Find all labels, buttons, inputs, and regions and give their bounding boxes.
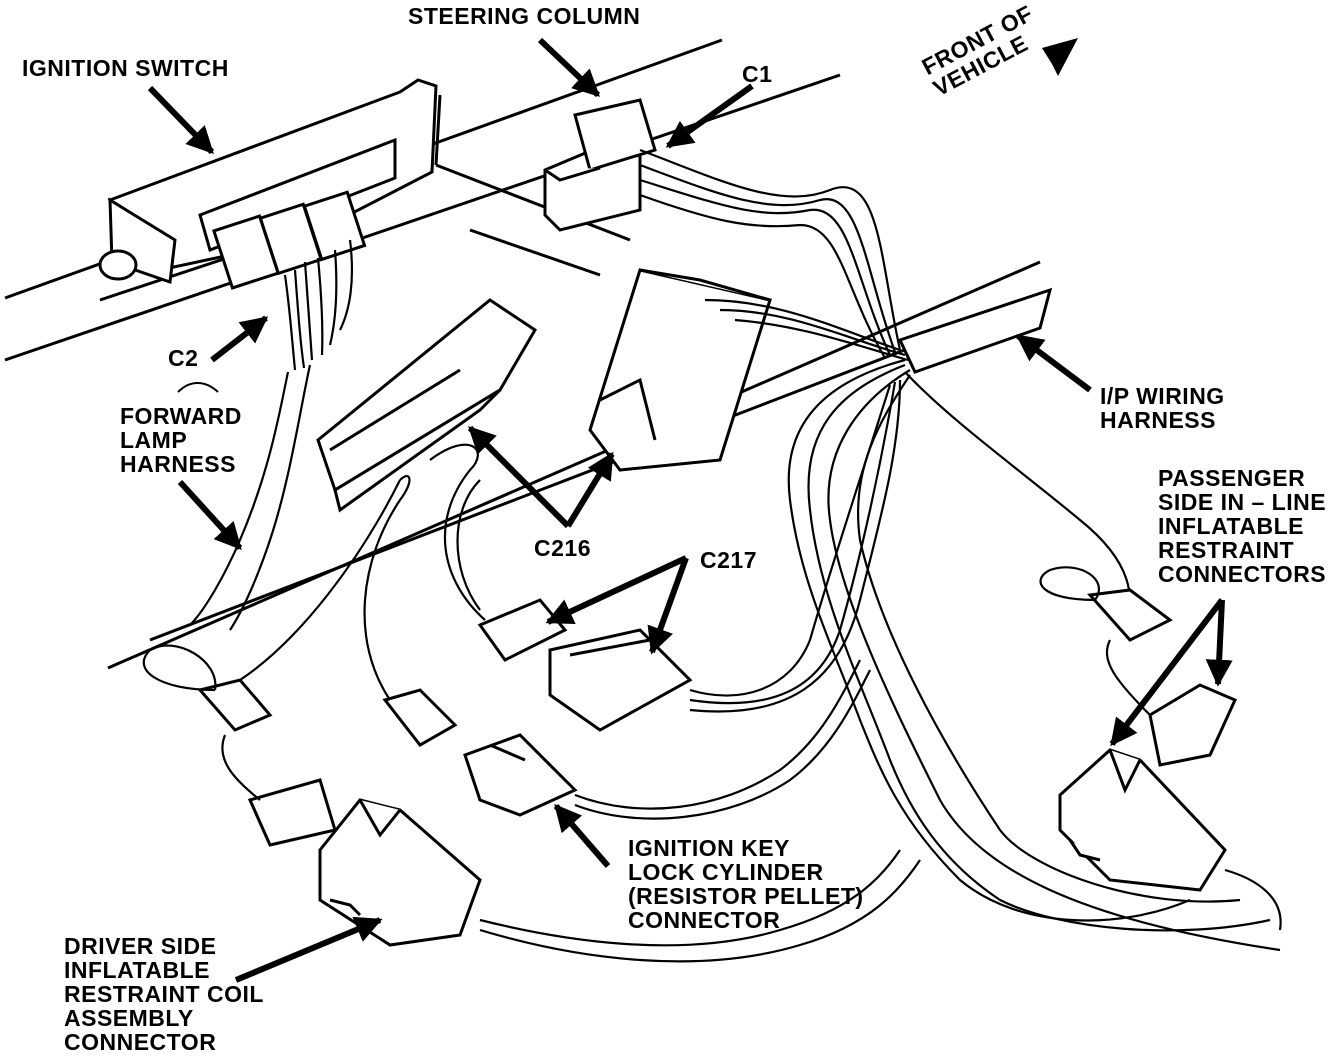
c216-wires	[704, 298, 909, 362]
passenger-side-line: SIDE IN – LINE	[1158, 489, 1327, 515]
forward-lamp-line: LAMP	[120, 427, 188, 453]
arrow-c217-right	[647, 556, 689, 655]
driver-side-wires	[142, 479, 921, 963]
label-c216: C216	[534, 535, 591, 561]
c1-connector	[543, 98, 657, 232]
leader-arrows	[147, 37, 1233, 983]
harness-fanout-wires	[689, 358, 1281, 952]
passenger-side-line: RESTRAINT	[1158, 537, 1295, 563]
driver-side-line: INFLATABLE	[64, 957, 210, 983]
label-c217: C217	[700, 547, 757, 573]
arrow-c216-right	[565, 451, 615, 528]
arrow-passenger-left	[1109, 598, 1225, 747]
c1-wires	[639, 148, 902, 359]
c216-connector	[588, 268, 772, 472]
forward-lamp-line: FORWARD	[120, 403, 242, 429]
forward-lamp-connector	[316, 298, 538, 513]
passenger-side-connectors	[1058, 588, 1237, 892]
arrow-c1	[665, 83, 754, 149]
ignition-key-line: IGNITION KEY	[628, 835, 790, 861]
ignition-key-wires	[363, 475, 871, 820]
front-direction-arrow	[1042, 38, 1078, 76]
label-forward-lamp-harness: FORWARD LAMP HARNESS	[120, 404, 242, 476]
arrow-passenger-right	[1205, 599, 1233, 687]
ip-harness-line: HARNESS	[1100, 407, 1216, 433]
driver-side-line: RESTRAINT COIL	[64, 981, 264, 1007]
forward-lamp-line: HARNESS	[120, 451, 236, 477]
arrow-ignition-switch	[147, 85, 215, 155]
arrow-c216-left	[467, 425, 571, 529]
c217-wires	[429, 443, 486, 621]
c217-connectors	[477, 598, 693, 732]
c2-tilde	[177, 382, 219, 393]
label-ip-wiring-harness: I/P WIRING HARNESS	[1100, 384, 1225, 432]
passenger-side-line: PASSENGER	[1158, 465, 1306, 491]
label-ignition-switch: IGNITION SWITCH	[22, 55, 229, 81]
c2-wires	[189, 239, 354, 631]
driver-side-connectors	[197, 678, 482, 947]
arrow-c2	[210, 315, 269, 363]
driver-side-line: CONNECTOR	[64, 1029, 217, 1055]
arrow-ip-harness	[1015, 333, 1092, 393]
arrow-forward-lamp	[177, 479, 243, 551]
arrow-steering-column	[537, 37, 601, 98]
label-driver-side: DRIVER SIDE INFLATABLE RESTRAINT COIL AS…	[64, 934, 264, 1054]
ignition-key-line: (RESISTOR PELLET)	[628, 883, 864, 909]
label-passenger-side: PASSENGER SIDE IN – LINE INFLATABLE REST…	[1158, 466, 1326, 586]
passenger-side-line: CONNECTORS	[1158, 561, 1327, 587]
label-c1: C1	[742, 61, 773, 87]
label-steering-column: STEERING COLUMN	[408, 3, 641, 29]
label-c2: C2	[168, 345, 199, 371]
driver-side-line: ASSEMBLY	[64, 1005, 194, 1031]
ignition-key-connectors	[382, 688, 578, 817]
ignition-switch	[98, 78, 438, 290]
arrow-c217-left	[545, 555, 688, 625]
ignition-key-line: LOCK CYLINDER	[628, 859, 824, 885]
arrow-ignition-key	[553, 803, 611, 868]
ignition-key-line: CONNECTOR	[628, 907, 781, 933]
label-ignition-key: IGNITION KEY LOCK CYLINDER (RESISTOR PEL…	[628, 836, 864, 932]
ip-harness-line: I/P WIRING	[1100, 383, 1225, 409]
driver-side-line: DRIVER SIDE	[64, 933, 217, 959]
arrow-driver-side	[234, 916, 383, 983]
passenger-side-line: INFLATABLE	[1158, 513, 1304, 539]
ip-harness-bundle	[897, 287, 1053, 374]
